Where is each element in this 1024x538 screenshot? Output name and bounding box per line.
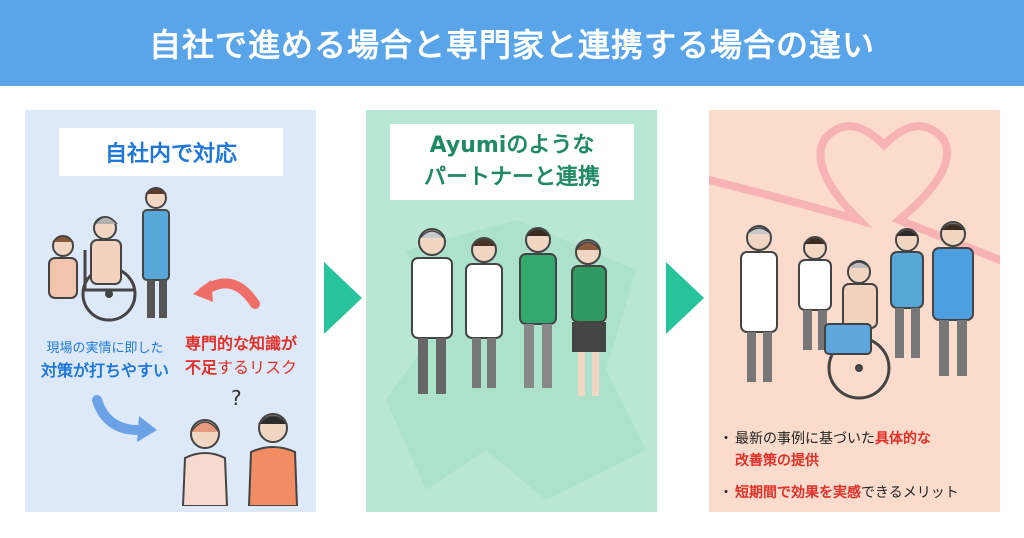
panel-benefits: ・ 最新の事例に基づいた具体的な改善策の提供 ・ 短期間で効果を実感できるメリッ… bbox=[709, 110, 1000, 512]
panel-in-house-label: 自社内で対応 bbox=[59, 128, 283, 176]
list-item: ・ 最新の事例に基づいた具体的な改善策の提供 bbox=[719, 428, 994, 472]
panel-in-house-title: 自社内で対応 bbox=[104, 142, 237, 167]
bullet-mark: ・ bbox=[719, 431, 733, 447]
header-banner: 自社で進める場合と専門家と連携する場合の違い bbox=[0, 0, 1024, 86]
b1-emphasis-2: 改善策の提供 bbox=[735, 453, 819, 469]
b1-plain: 最新の事例に基づいた bbox=[735, 431, 875, 447]
b2-plain: できるメリット bbox=[861, 485, 959, 501]
panel-partner-label: Ayumiのような パートナーと連携 bbox=[390, 124, 634, 200]
list-item: ・ 短期間で効果を実感できるメリット bbox=[719, 482, 994, 504]
care-team-wheelchair-illustration bbox=[740, 221, 974, 400]
panel-partner: Ayumiのような パートナーと連携 bbox=[366, 110, 657, 512]
b1-emphasis: 具体的な bbox=[875, 431, 931, 447]
risk-emphasis: 不足 bbox=[184, 358, 217, 377]
benefit-line-1: 現場の実情に即した bbox=[46, 341, 164, 356]
page-title: 自社で進める場合と専門家と連携する場合の違い bbox=[148, 26, 875, 64]
benefit-list: ・ 最新の事例に基づいた具体的な改善策の提供 ・ 短期間で効果を実感できるメリッ… bbox=[719, 428, 994, 512]
flow-arrow-2 bbox=[666, 262, 704, 334]
b2-emphasis: 短期間で効果を実感 bbox=[735, 485, 861, 501]
panel-partner-title-line2: パートナーと連携 bbox=[423, 165, 600, 190]
flow-arrow-1 bbox=[324, 262, 362, 334]
care-worker-wheelchair-illustration bbox=[48, 187, 170, 322]
panel-in-house: 自社内で対応 現場の実情に即した 対策が打ちやすい 専門的な知識が 不足するリス… bbox=[25, 110, 316, 512]
risk-suffix: するリスク bbox=[217, 358, 298, 377]
question-mark: ? bbox=[231, 386, 242, 410]
list-item-text: 最新の事例に基づいた具体的な改善策の提供 bbox=[735, 428, 931, 472]
confused-staff-illustration bbox=[181, 413, 299, 506]
risk-line-1: 専門的な知識が bbox=[184, 334, 297, 353]
benefit-line-2: 対策が打ちやすい bbox=[40, 361, 169, 380]
bullet-mark: ・ bbox=[719, 485, 733, 501]
professional-team-illustration bbox=[411, 227, 607, 396]
warning-curved-arrow-icon bbox=[193, 278, 260, 309]
risk-text: 専門的な知識が 不足するリスク bbox=[171, 332, 311, 380]
list-item-text: 短期間で効果を実感できるメリット bbox=[735, 482, 959, 504]
benefit-text: 現場の実情に即した 対策が打ちやすい bbox=[37, 338, 173, 382]
heart-line-decoration bbox=[709, 122, 1000, 264]
result-curved-arrow-icon bbox=[92, 395, 157, 442]
panel-partner-title-line1: Ayumiのような bbox=[429, 133, 595, 158]
risk-line-2: 不足するリスク bbox=[171, 356, 311, 380]
